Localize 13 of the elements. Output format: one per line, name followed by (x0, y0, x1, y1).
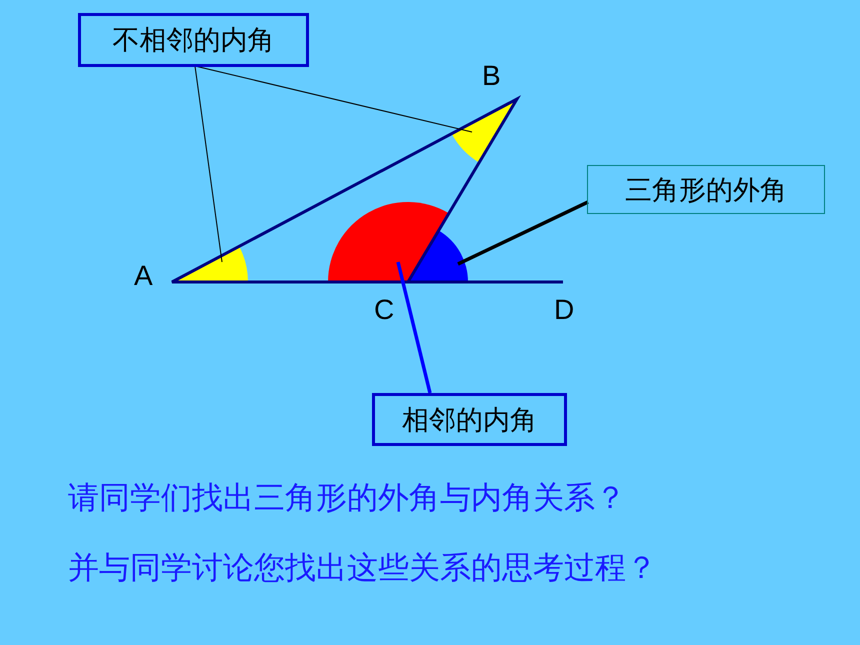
question-text: 请同学们找出三角形的外角与内角关系？ (68, 480, 626, 518)
angle-wedge (328, 202, 449, 282)
label-box: 三角形的外角 (587, 165, 825, 214)
point-label: C (374, 296, 394, 324)
point-label: A (134, 262, 153, 290)
point-label: B (482, 62, 501, 90)
leader-line (194, 66, 222, 262)
question-text: 并与同学讨论您找出这些关系的思考过程？ (68, 550, 657, 588)
label-box: 相邻的内角 (372, 393, 567, 446)
point-label: D (554, 296, 574, 324)
leader-line (457, 200, 589, 266)
leader-line (396, 262, 432, 394)
label-box: 不相邻的内角 (78, 13, 309, 67)
